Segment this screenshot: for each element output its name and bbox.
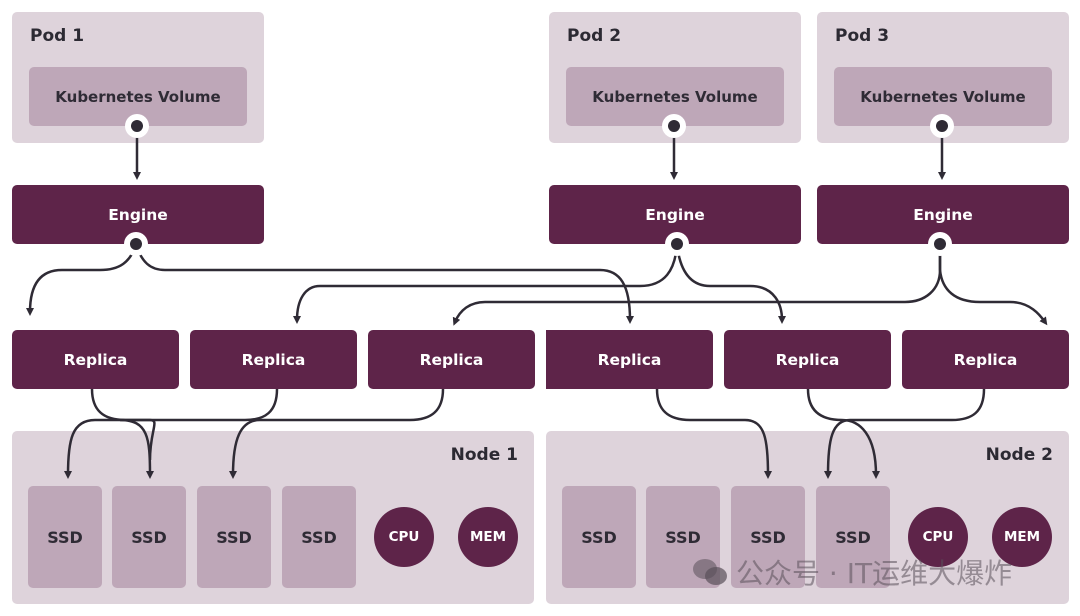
engine1-replica4	[134, 244, 634, 324]
replica-4: Replica	[546, 330, 713, 389]
engine-3: Engine	[817, 185, 1069, 244]
memory-resource: MEM	[992, 507, 1052, 567]
ssd: SSD	[731, 486, 805, 588]
kubernetes-volume: Kubernetes Volume	[834, 67, 1052, 126]
engine1-replica1	[26, 244, 138, 316]
kubernetes-volume: Kubernetes Volume	[566, 67, 784, 126]
pod-title: Pod 2	[567, 26, 622, 46]
pod-3: Pod 3 Kubernetes Volume	[817, 12, 1069, 143]
ssd: SSD	[816, 486, 890, 588]
wechat-icon	[692, 557, 728, 587]
engine-1: Engine	[12, 185, 264, 244]
watermark-text: 公众号 · IT运维大爆炸	[736, 557, 1013, 590]
node-title: Node 2	[985, 445, 1053, 465]
ssd: SSD	[112, 486, 186, 588]
pod-title: Pod 3	[835, 26, 890, 46]
replica-5: Replica	[724, 330, 891, 389]
engine-2: Engine	[549, 185, 801, 244]
memory-resource: MEM	[458, 507, 518, 567]
pod-1: Pod 1 Kubernetes Volume	[12, 12, 264, 143]
ssd: SSD	[562, 486, 636, 588]
replica-6: Replica	[902, 330, 1069, 389]
engine3-replica3	[452, 245, 942, 326]
engine2-replica5	[675, 244, 786, 324]
kubernetes-volume: Kubernetes Volume	[29, 67, 247, 126]
cpu-resource: CPU	[908, 507, 968, 567]
pod-title: Pod 1	[30, 26, 85, 46]
engine3-replica6	[938, 245, 1048, 326]
replica-1: Replica	[12, 330, 179, 389]
ssd: SSD	[197, 486, 271, 588]
cpu-resource: CPU	[374, 507, 434, 567]
watermark: 公众号 · IT运维大爆炸	[692, 552, 1012, 592]
ssd: SSD	[28, 486, 102, 588]
pod-2: Pod 2 Kubernetes Volume	[549, 12, 801, 143]
node-1: Node 1 SSD SSD SSD SSD CPU MEM	[12, 431, 534, 604]
replica-3: Replica	[368, 330, 535, 389]
ssd: SSD	[282, 486, 356, 588]
node-title: Node 1	[450, 445, 518, 465]
engine2-replica2	[293, 244, 679, 324]
replica-2: Replica	[190, 330, 357, 389]
